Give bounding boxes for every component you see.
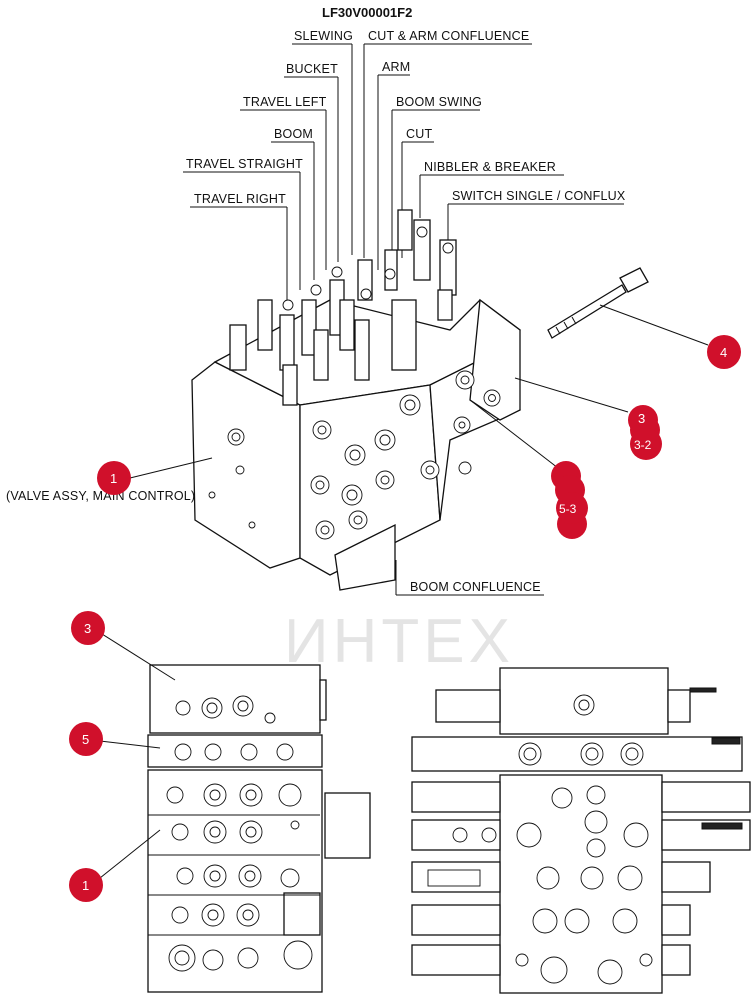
label-arm-text: ARM — [382, 60, 410, 74]
front-view-left — [147, 664, 371, 993]
label-travel-left: TRAVEL LEFT — [240, 95, 327, 270]
front-view-left-ports — [166, 695, 313, 972]
callout-3-2[interactable]: 3-2 — [630, 428, 662, 460]
svg-text:1: 1 — [82, 878, 89, 893]
main-valve-assembly — [191, 209, 521, 591]
spool-caps — [229, 209, 457, 406]
callout-1-lower[interactable]: 1 — [69, 868, 103, 902]
svg-text:5: 5 — [82, 732, 89, 747]
label-boom-swing: BOOM SWING — [391, 95, 482, 272]
watermark-text: ИНТЕХ — [284, 607, 514, 676]
svg-text:5-3: 5-3 — [559, 502, 577, 516]
callout-4[interactable]: 4 — [707, 335, 741, 369]
leader-callout-4 — [599, 304, 709, 346]
svg-text:3: 3 — [638, 411, 645, 426]
label-cut-arm-confluence: CUT & ARM CONFLUENCE — [363, 29, 532, 258]
label-cut-arm-confluence-text: CUT & ARM CONFLUENCE — [368, 29, 529, 43]
label-travel-left-text: TRAVEL LEFT — [243, 95, 327, 109]
valve-assy-label: (VALVE ASSY, MAIN CONTROL) — [6, 489, 195, 503]
label-travel-right: TRAVEL RIGHT — [190, 192, 288, 300]
label-boom-swing-text: BOOM SWING — [396, 95, 482, 109]
svg-text:4: 4 — [720, 345, 727, 360]
side-ports — [310, 370, 501, 540]
callout-5-lower[interactable]: 5 — [69, 722, 103, 756]
svg-text:1: 1 — [110, 471, 117, 486]
leader-callout-5-lower — [99, 740, 161, 749]
boom-confluence-label: BOOM CONFLUENCE — [410, 580, 541, 594]
callout-5-3[interactable]: 5-3 — [556, 492, 588, 524]
label-nibbler-breaker: NIBBLER & BREAKER — [419, 160, 564, 218]
label-switch-single-conflux-text: SWITCH SINGLE / CONFLUX — [452, 189, 626, 203]
top-view-right-ports — [427, 694, 653, 985]
label-switch-single-conflux: SWITCH SINGLE / CONFLUX — [447, 189, 626, 240]
bolt-part — [547, 267, 649, 339]
label-boom: BOOM — [271, 127, 315, 280]
label-arm: ARM — [377, 60, 410, 270]
drawing-code: LF30V00001F2 — [322, 5, 412, 20]
label-travel-straight: TRAVEL STRAIGHT — [183, 157, 303, 290]
leader-callout-3 — [514, 377, 629, 413]
leader-callout-5 — [469, 399, 559, 469]
top-view-right — [411, 667, 751, 994]
leader-callout-1-lower — [99, 829, 161, 879]
label-slewing-text: SLEWING — [294, 29, 353, 43]
leader-callout-1-main — [129, 457, 213, 479]
svg-text:3: 3 — [84, 621, 91, 636]
label-bucket: BUCKET — [284, 62, 339, 262]
callout-3-lower[interactable]: 3 — [71, 611, 105, 645]
svg-text:3-2: 3-2 — [634, 438, 652, 452]
label-boom-text: BOOM — [274, 127, 313, 141]
label-travel-right-text: TRAVEL RIGHT — [194, 192, 286, 206]
label-travel-straight-text: TRAVEL STRAIGHT — [186, 157, 303, 171]
callout-1-main[interactable]: 1 — [97, 461, 131, 495]
leader-callout-3-lower — [101, 633, 176, 681]
label-nibbler-breaker-text: NIBBLER & BREAKER — [424, 160, 556, 174]
label-cut-text: CUT — [406, 127, 432, 141]
label-bucket-text: BUCKET — [286, 62, 338, 76]
label-slewing: SLEWING — [292, 29, 353, 255]
